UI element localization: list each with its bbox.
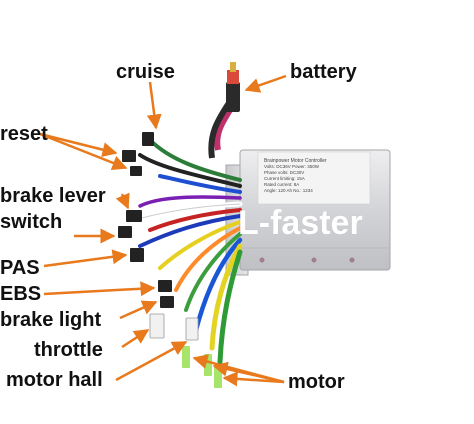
controller-box (225, 149, 391, 276)
label-brake-lever-switch: switch (0, 211, 63, 233)
motor-phase-connector (182, 346, 190, 368)
wire-harness (125, 138, 243, 365)
arrow-motor-hall (115, 340, 188, 382)
brake-light-connector (160, 296, 174, 308)
arrow-ebs (43, 281, 156, 297)
label-brake-lever: brake lever (0, 185, 106, 207)
controller-label: Brainpower Motor Controller Volts: DC36V… (264, 158, 364, 194)
label-motor: motor (288, 371, 345, 393)
label-brake-light: brake light (0, 309, 102, 331)
cruise-connector (142, 132, 154, 146)
arrow-pas (43, 249, 128, 268)
label-battery: battery (290, 61, 357, 83)
controller-label-line: Rated current: 8A (264, 182, 300, 187)
motor-phase-connector (214, 366, 222, 388)
callout-arrows (39, 74, 287, 387)
brake-lever-connector-2 (118, 226, 132, 238)
label-throttle: throttle (34, 339, 103, 361)
arrow-battery (244, 74, 287, 93)
controller-label-line: Current limiting: 15A (264, 176, 305, 181)
ebs-connector (158, 280, 172, 292)
pas-connector (130, 248, 144, 262)
arrow-motor-2 (212, 361, 285, 384)
throttle-connector (149, 313, 165, 339)
arrow-cruise (146, 81, 162, 130)
controller-label-line: Phase volts: DC30V (264, 170, 305, 175)
reset-connector (122, 150, 136, 162)
label-cruise: cruise (116, 61, 175, 83)
controller-screw (311, 257, 317, 263)
arrow-motor-3 (222, 371, 285, 387)
battery-cable (208, 62, 240, 159)
controller-label-line: Volts: DC36V Power: 350W (264, 164, 320, 169)
motor-hall-connector (185, 317, 199, 341)
controller-screw (349, 257, 355, 263)
brake-lever-connector (126, 210, 142, 222)
label-reset: reset (0, 123, 48, 145)
motor-phase-connector (204, 354, 212, 376)
label-pas: PAS (0, 257, 40, 279)
label-motor-hall: motor hall (6, 369, 103, 391)
arrow-reset-2 (39, 132, 128, 171)
watermark: L-faster (238, 204, 363, 242)
reset-connector-2 (130, 166, 142, 176)
controller-label-title: Brainpower Motor Controller (264, 158, 327, 164)
arrow-reset-1 (39, 132, 118, 158)
arrow-brake-light (119, 300, 158, 320)
arrow-throttle (121, 328, 150, 349)
arrow-brake-lever-1 (115, 192, 130, 210)
controller-screw (259, 257, 265, 263)
label-ebs: EBS (0, 283, 42, 305)
controller-label-line: Angle: 120 Ah No.: 1234 (264, 188, 313, 193)
